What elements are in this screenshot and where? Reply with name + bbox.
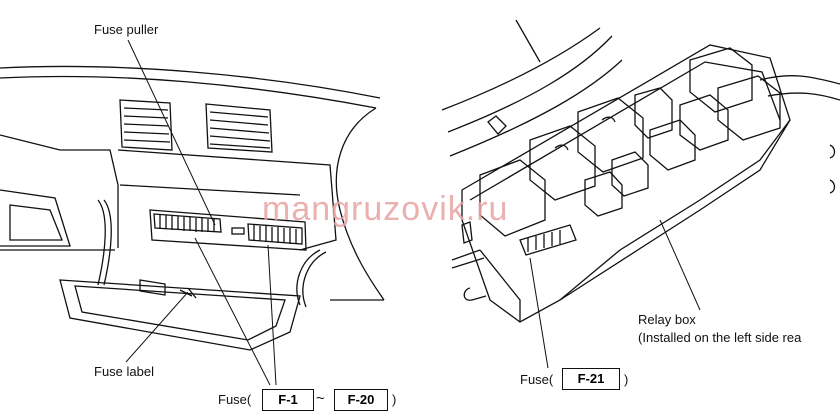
fuse-prefix-label: Fuse( — [218, 392, 252, 407]
relay-box-label: Relay box — [638, 312, 696, 327]
range-tilde: ~ — [316, 390, 325, 407]
dashboard-drawing — [0, 39, 385, 386]
small-fuses — [519, 224, 577, 256]
close-paren-2: ) — [624, 372, 629, 387]
air-vent-right — [205, 103, 273, 153]
leader-lines-right — [529, 219, 701, 369]
fuse2-code: F-21 — [562, 368, 620, 390]
leader-lines-left — [125, 39, 277, 386]
fuse-label-label: Fuse label — [94, 364, 154, 379]
relay-box-drawing — [441, 19, 840, 369]
close-paren: ) — [392, 392, 397, 407]
fuse2-prefix-label: Fuse( — [520, 372, 554, 387]
fuse-puller-label: Fuse puller — [94, 22, 159, 37]
watermark-text: mangruzovik.ru — [262, 190, 509, 228]
fuse-code-last: F-20 — [334, 389, 388, 411]
relay-box-note: (Installed on the left side rea — [638, 330, 802, 345]
fuse-block — [149, 209, 307, 251]
relay-cubes — [479, 47, 781, 237]
fuse-code-first: F-1 — [262, 389, 314, 411]
fuse-lid — [59, 199, 327, 351]
air-vent-left — [119, 99, 173, 151]
